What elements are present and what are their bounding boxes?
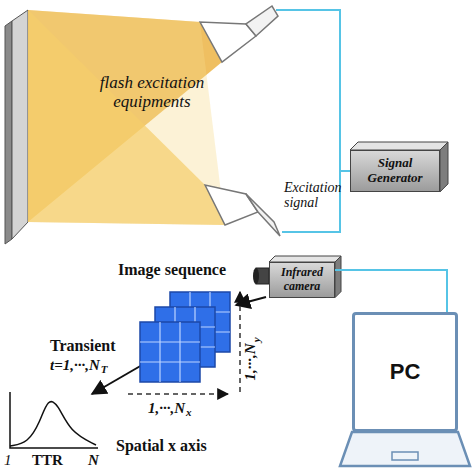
flash-beam	[28, 10, 225, 225]
edge-label: Excitation signal	[284, 180, 338, 211]
laptop-touchpad	[392, 452, 418, 460]
figure-label: TTR	[32, 453, 63, 469]
signal-cable	[335, 270, 447, 312]
figure-label: N	[88, 453, 99, 469]
figure-label: 1	[4, 453, 12, 469]
image-frame	[140, 322, 200, 382]
figure-label: Image sequence	[118, 262, 226, 279]
pixel-grid	[179, 322, 180, 382]
box-side-face	[440, 142, 448, 192]
node-text: PC	[390, 359, 421, 385]
pixel-grid	[140, 361, 200, 362]
subscript: T	[101, 364, 108, 376]
node-text: flash excitation equipments	[92, 74, 212, 111]
pixel-grid	[140, 341, 200, 342]
axis-label: y	[250, 338, 262, 343]
axis-label: 1,···,N	[243, 343, 259, 380]
x-axis-arrow	[128, 393, 228, 395]
box-side-face	[335, 256, 341, 298]
signal-cable	[282, 171, 350, 232]
flash-lamp	[246, 194, 280, 236]
pc-laptop: PC	[352, 312, 458, 432]
ttr-curve	[10, 402, 96, 446]
flash-lamp	[200, 22, 256, 62]
flash-lamp	[246, 6, 278, 36]
box-top-face	[350, 142, 448, 150]
figure-label: Transient	[50, 338, 115, 355]
laptop-base	[340, 432, 470, 466]
flash-lamp	[205, 185, 258, 225]
signal-generator-box: Signal Generator	[350, 150, 440, 192]
pixel-grid	[159, 322, 160, 382]
subscript: x	[186, 407, 192, 419]
infrared-camera-box: Infrared camera	[269, 262, 335, 298]
image-sequence	[140, 292, 230, 382]
specimen-edge	[5, 21, 12, 244]
trigger-wire	[276, 10, 340, 171]
y-axis-arrow	[239, 292, 241, 392]
figure-label: t=1,···,N	[50, 358, 100, 374]
figure-label: Spatial x axis	[116, 438, 207, 455]
camera-lens	[253, 268, 259, 284]
flash-beam	[28, 10, 225, 225]
node-text: Signal Generator	[355, 156, 435, 186]
flash-equipment: flash excitation equipments	[0, 0, 282, 245]
specimen-face	[12, 10, 28, 239]
node-text: Infrared camera	[272, 266, 332, 294]
figure-label: 1,···,N	[148, 401, 185, 417]
graph-axes	[10, 392, 98, 448]
